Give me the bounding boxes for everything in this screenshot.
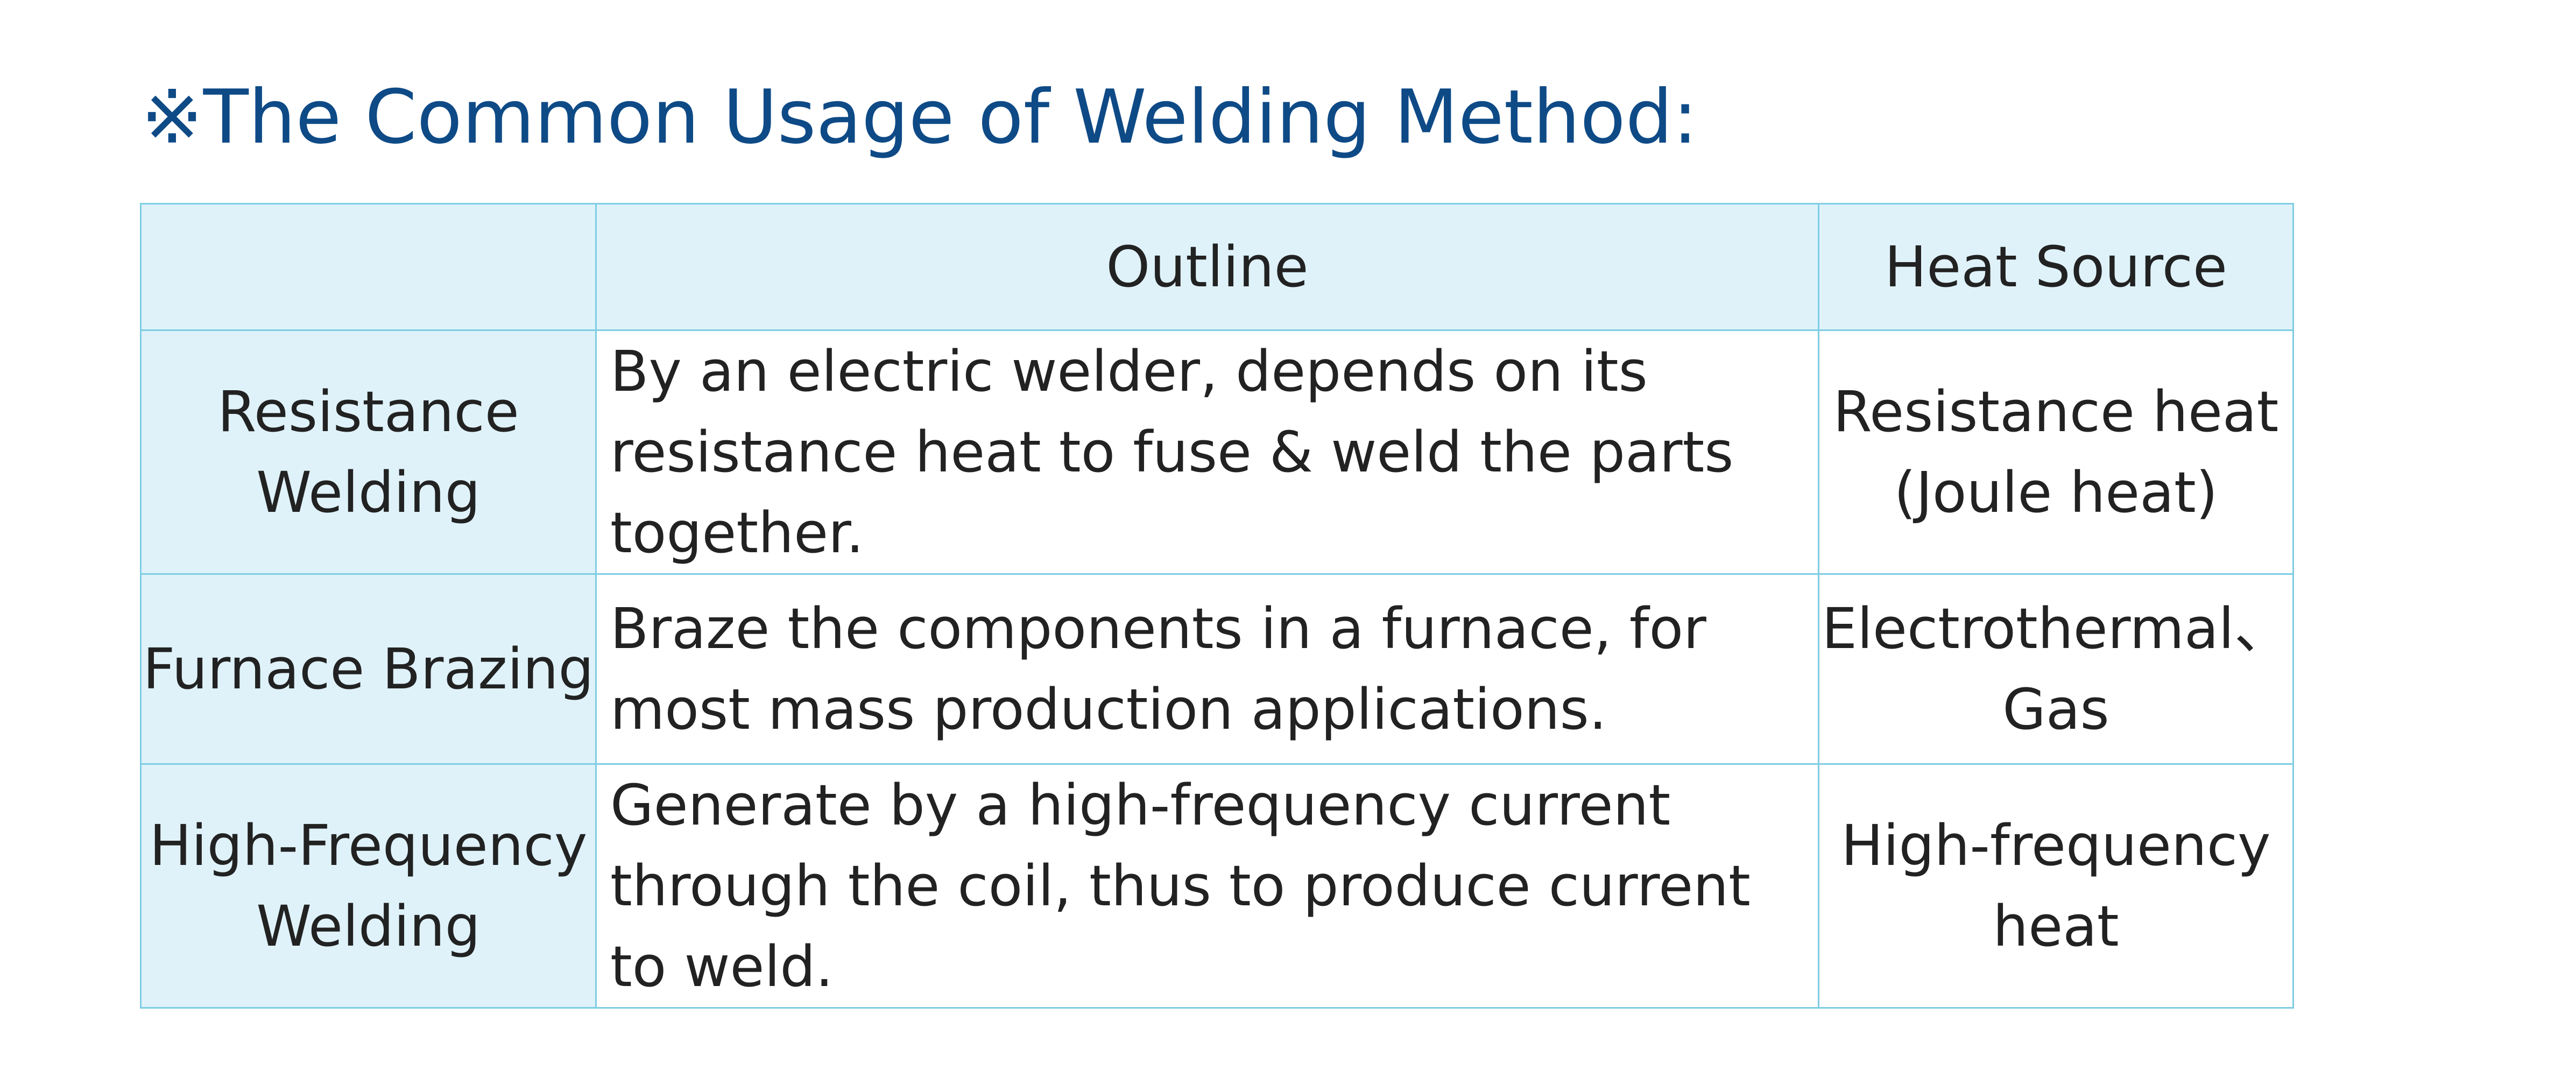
outline-text: Generate by a high-frequency current thr…: [610, 772, 1751, 999]
method-label: Furnace Brazing: [143, 636, 594, 702]
outline-cell: By an electric welder, depends on its re…: [595, 329, 1819, 575]
method-label: Resistance Welding: [217, 379, 519, 525]
outline-text: Braze the components in a furnace, for m…: [610, 596, 1706, 742]
page-title: ※The Common Usage of Welding Method:: [141, 74, 1698, 160]
header-heat-source-cell: Heat Source: [1818, 203, 2294, 331]
welding-methods-table: Outline Heat Source Resistance Welding B…: [140, 203, 2294, 1009]
table-row-high-frequency-welding: High-Frequency Welding Generate by a hig…: [140, 763, 2294, 1009]
heat-source-text: Electrothermal、 Gas: [1822, 596, 2290, 742]
header-heat-source-label: Heat Source: [1885, 234, 2227, 300]
method-cell: Furnace Brazing: [140, 573, 597, 765]
heat-source-cell: Electrothermal、 Gas: [1818, 573, 2294, 765]
header-method-cell: [140, 203, 597, 331]
heat-source-text: Resistance heat (Joule heat): [1833, 379, 2279, 525]
table-header-row: Outline Heat Source: [140, 203, 2294, 331]
outline-text: By an electric welder, depends on its re…: [610, 339, 1734, 566]
method-cell: Resistance Welding: [140, 329, 597, 575]
heat-source-cell: Resistance heat (Joule heat): [1818, 329, 2294, 575]
outline-cell: Generate by a high-frequency current thr…: [595, 763, 1819, 1009]
header-outline-cell: Outline: [595, 203, 1819, 331]
header-outline-label: Outline: [1106, 234, 1309, 300]
method-label: High-Frequency Welding: [149, 813, 588, 959]
method-cell: High-Frequency Welding: [140, 763, 597, 1009]
table-row-resistance-welding: Resistance Welding By an electric welder…: [140, 329, 2294, 575]
heat-source-cell: High-frequency heat: [1818, 763, 2294, 1009]
table-row-furnace-brazing: Furnace Brazing Braze the components in …: [140, 573, 2294, 765]
outline-cell: Braze the components in a furnace, for m…: [595, 573, 1819, 765]
heat-source-text: High-frequency heat: [1841, 813, 2271, 959]
